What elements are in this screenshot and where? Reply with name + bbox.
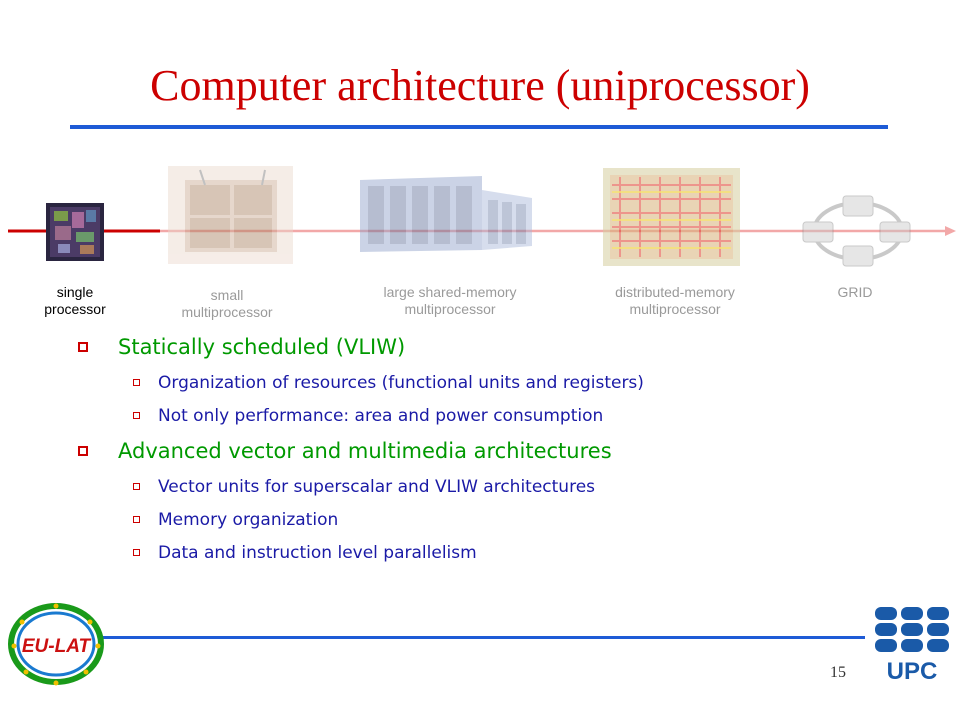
grid-image bbox=[802, 195, 911, 267]
bullet-text: Not only performance: area and power con… bbox=[158, 406, 604, 426]
caption-line: multiprocessor bbox=[629, 301, 721, 317]
caption-line: GRID bbox=[837, 284, 873, 300]
architecture-timeline bbox=[8, 166, 956, 267]
stage-caption-grid: GRID bbox=[820, 284, 890, 301]
bullet-level1: Statically scheduled (VLIW) bbox=[78, 334, 878, 360]
bullet-level2: Memory organization bbox=[133, 509, 878, 532]
slide-title: Computer architecture (uniprocessor) bbox=[150, 61, 810, 110]
stage-caption-single-processor: single processor bbox=[30, 284, 120, 318]
bullet-level2: Organization of resources (functional un… bbox=[133, 372, 878, 395]
page-number: 15 bbox=[830, 664, 846, 681]
caption-line: small bbox=[210, 287, 244, 303]
checkbox-bullet-icon bbox=[133, 549, 140, 556]
upc-logo: UPC bbox=[875, 607, 949, 683]
footer-rule bbox=[95, 636, 865, 639]
small-multiprocessor-image bbox=[168, 166, 293, 264]
checkbox-bullet-icon bbox=[133, 379, 140, 386]
caption-line: distributed-memory bbox=[615, 284, 735, 300]
bullet-text: Organization of resources (functional un… bbox=[158, 373, 644, 393]
bullet-level2: Vector units for superscalar and VLIW ar… bbox=[133, 476, 878, 499]
checkbox-bullet-icon bbox=[133, 516, 140, 523]
bullet-level1: Advanced vector and multimedia architect… bbox=[78, 438, 878, 464]
single-processor-image bbox=[46, 203, 104, 261]
bullet-text: Memory organization bbox=[158, 510, 339, 530]
stage-caption-distributed-memory: distributed-memory multiprocessor bbox=[590, 284, 760, 318]
checkbox-bullet-icon bbox=[78, 342, 88, 352]
eu-lat-logo: EU-LAT bbox=[8, 603, 104, 686]
title-underline bbox=[70, 125, 888, 129]
eu-lat-logo-text: EU-LAT bbox=[22, 636, 92, 657]
distributed-memory-image bbox=[603, 168, 740, 266]
caption-line: large shared-memory bbox=[383, 284, 517, 300]
caption-line: single bbox=[56, 284, 94, 300]
stage-caption-small-multiprocessor: small multiprocessor bbox=[172, 287, 282, 321]
large-shared-memory-image bbox=[360, 176, 532, 252]
bullet-list: Statically scheduled (VLIW) Organization… bbox=[78, 334, 878, 575]
bullet-level2: Data and instruction level parallelism bbox=[133, 542, 878, 565]
checkbox-bullet-icon bbox=[133, 483, 140, 490]
caption-line: processor bbox=[44, 301, 106, 317]
bullet-text: Data and instruction level parallelism bbox=[158, 543, 477, 563]
checkbox-bullet-icon bbox=[133, 412, 140, 419]
caption-line: multiprocessor bbox=[181, 304, 273, 320]
caption-line: multiprocessor bbox=[404, 301, 496, 317]
upc-logo-text: UPC bbox=[887, 658, 938, 683]
bullet-text: Advanced vector and multimedia architect… bbox=[118, 439, 612, 463]
bullet-text: Statically scheduled (VLIW) bbox=[118, 335, 406, 359]
checkbox-bullet-icon bbox=[78, 446, 88, 456]
stage-caption-large-shared-memory: large shared-memory multiprocessor bbox=[360, 284, 540, 318]
bullet-level2: Not only performance: area and power con… bbox=[133, 405, 878, 428]
bullet-text: Vector units for superscalar and VLIW ar… bbox=[158, 477, 596, 497]
timeline-arrowhead bbox=[945, 226, 956, 236]
